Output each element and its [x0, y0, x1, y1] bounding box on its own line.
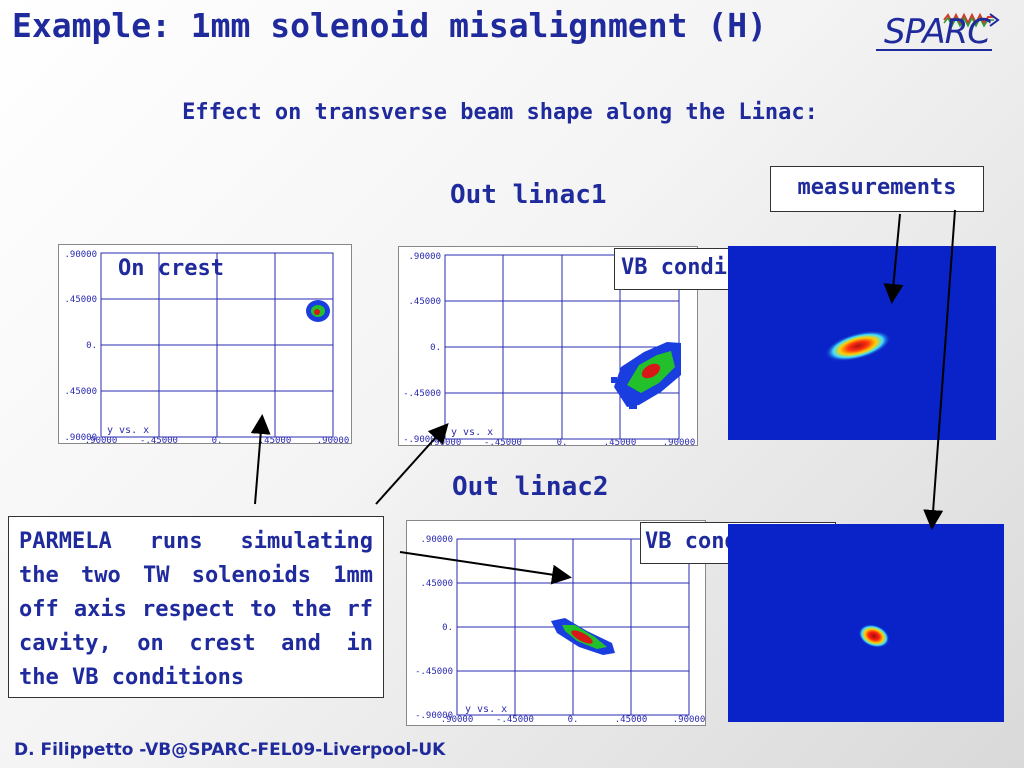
ytick: 0.: [442, 623, 453, 633]
measurement-linac1-svg: [728, 246, 996, 440]
ytick: .45000: [408, 297, 441, 307]
measurement-image-linac1: [728, 246, 996, 440]
xtick: 0.: [557, 438, 568, 447]
ytick: .45000: [64, 387, 97, 397]
plot-on-crest-svg: .90000 .45000 0. .45000 .90000 .90000 -.…: [64, 250, 350, 445]
heading-out-linac2: Out linac2: [452, 472, 609, 502]
ytick: .45000: [420, 579, 453, 589]
xtick: .45000: [259, 436, 292, 445]
measurement-image-linac2: [728, 524, 1004, 722]
xtick: -.45000: [140, 436, 178, 445]
ytick: -.90000: [415, 711, 453, 721]
xtick: -.45000: [484, 438, 522, 447]
label-on-crest: On crest: [118, 256, 224, 281]
xtick: .90000: [429, 438, 462, 447]
ytick: .90000: [420, 535, 453, 545]
xtick: -.45000: [496, 715, 534, 725]
parmela-description: PARMELA runs simulating the two TW solen…: [8, 516, 384, 698]
xtick: .90000: [663, 438, 696, 447]
beam-distribution: [551, 618, 615, 655]
footer-credit: D. Filippetto -VB@SPARC-FEL09-Liverpool-…: [14, 740, 446, 760]
ytick: .90000: [64, 433, 97, 443]
xtick: .90000: [317, 436, 350, 445]
ytick: .45000: [64, 295, 97, 305]
beam-distribution: [611, 342, 681, 409]
ytick: .90000: [64, 250, 97, 260]
ytick: 0.: [86, 341, 97, 351]
measurement-linac2-svg: [728, 524, 1004, 722]
heading-out-linac1: Out linac1: [450, 180, 607, 210]
xtick: .90000: [85, 436, 118, 445]
xtick: 0.: [212, 436, 223, 445]
xtick: 0.: [568, 715, 579, 725]
ytick: 0.: [430, 343, 441, 353]
xtick: .90000: [673, 715, 706, 725]
xtick: .45000: [615, 715, 648, 725]
page-title: Example: 1mm solenoid misalignment (H): [12, 6, 767, 45]
xtick: .45000: [604, 438, 637, 447]
sparc-logo: SPARC: [872, 8, 1012, 58]
plot-on-crest: .90000 .45000 0. .45000 .90000 .90000 -.…: [58, 244, 352, 445]
plot-vb-linac2-svg: .90000 .45000 0. -.45000 -.90000 .90000 …: [415, 535, 706, 725]
ytick: -.45000: [415, 667, 453, 677]
ytick: -.45000: [403, 389, 441, 399]
measurements-label: measurements: [770, 166, 984, 212]
beam-spot: [306, 300, 330, 322]
plot-caption: y vs. x: [465, 704, 507, 715]
plot-vb-linac1-svg: .90000 .45000 0. -.45000 -.90000 .90000 …: [403, 252, 696, 447]
logo-text: SPARC: [884, 12, 991, 52]
xtick: .90000: [441, 715, 474, 725]
plot-caption: y vs. x: [451, 427, 493, 438]
logo-wave-icon: [876, 12, 1000, 51]
plot-caption: y vs. x: [107, 425, 149, 436]
ytick: .90000: [408, 252, 441, 262]
subtitle: Effect on transverse beam shape along th…: [182, 100, 818, 125]
